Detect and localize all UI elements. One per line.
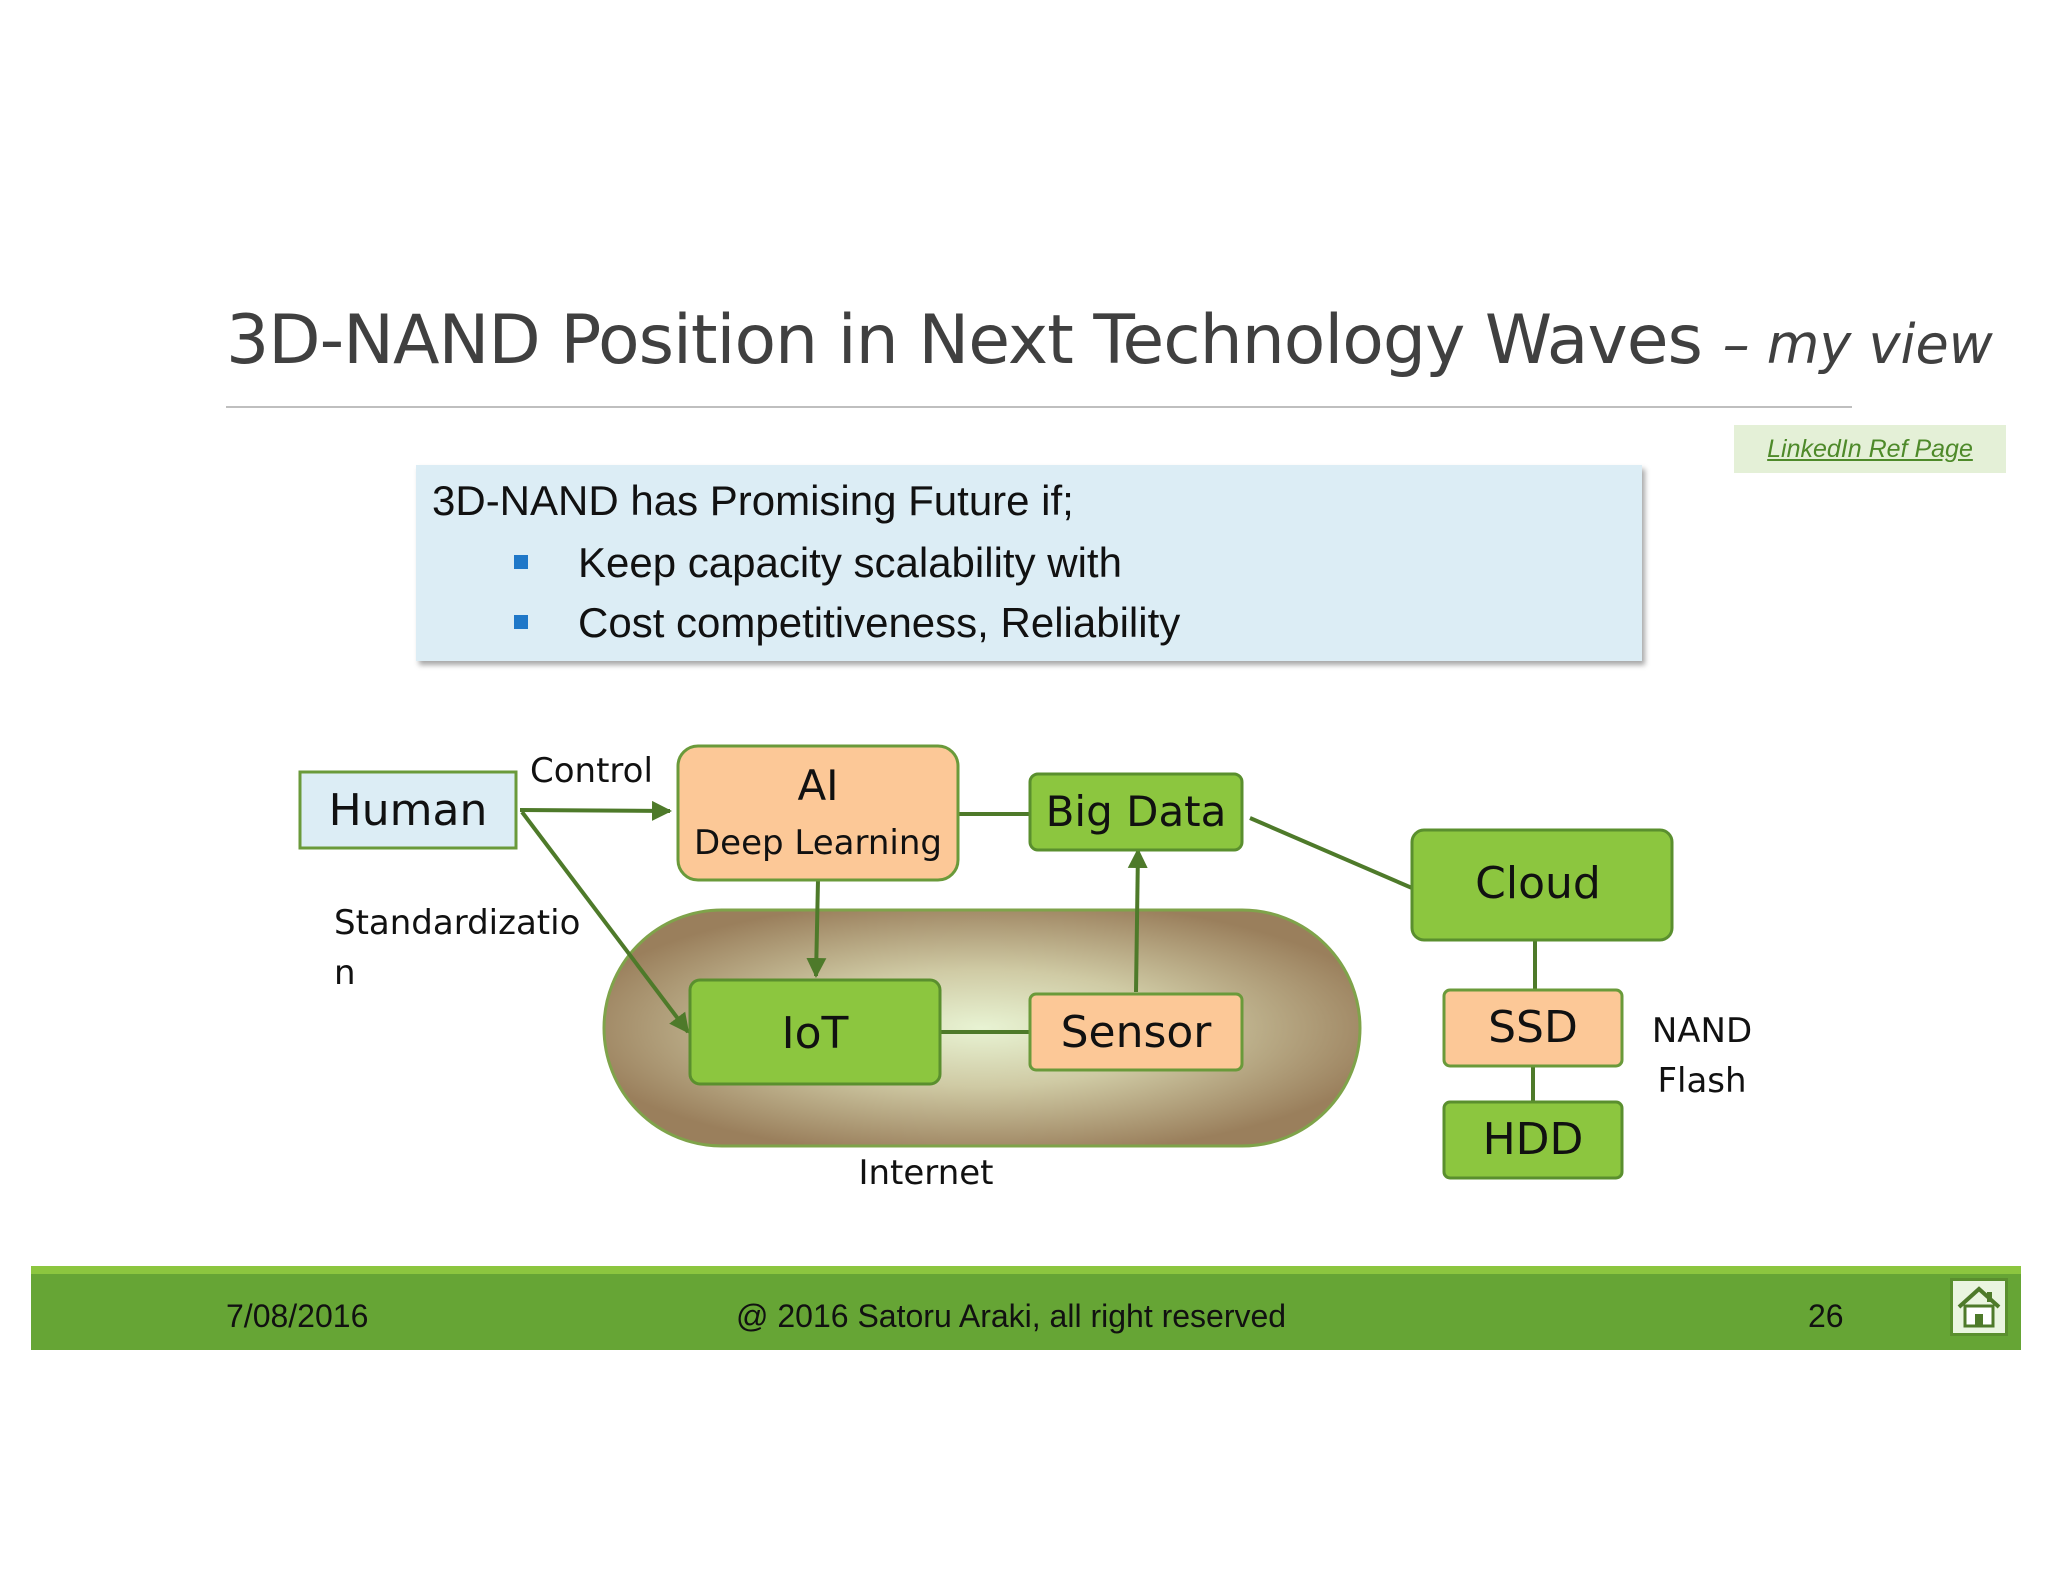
- footer-bar: [31, 1266, 2021, 1350]
- callout-box: 3D-NAND has Promising Future if; Keep ca…: [416, 465, 1642, 661]
- technology-wave-diagram: Human AI Deep Learning Big Data Cloud Io…: [298, 744, 1752, 1193]
- node-ai-sublabel: Deep Learning: [694, 823, 942, 863]
- node-hdd-label: HDD: [1483, 1114, 1584, 1165]
- edge-bigdata-cloud: [1249, 816, 1413, 890]
- square-bullet-icon: [514, 615, 528, 629]
- node-human-label: Human: [329, 785, 488, 836]
- edge-ai-iot: [806, 879, 827, 978]
- node-sensor: Sensor: [1028, 992, 1244, 1072]
- node-ai-label: AI: [797, 761, 838, 810]
- footer-page-number: 26: [1808, 1298, 1844, 1334]
- callout-bullet-list: Keep capacity scalability with Cost comp…: [512, 537, 1180, 657]
- node-big-data: Big Data: [1028, 772, 1244, 852]
- node-hdd: HDD: [1442, 1100, 1624, 1180]
- node-ssd-label: SSD: [1488, 1002, 1578, 1053]
- standardization-label: Standardizatio: [334, 903, 580, 943]
- callout-bullet: Keep capacity scalability with: [512, 537, 1180, 597]
- edge-human-ai: [519, 800, 672, 821]
- node-cloud-label: Cloud: [1475, 858, 1601, 909]
- square-bullet-icon: [514, 555, 528, 569]
- edge-sensor-bigdata: [1127, 848, 1148, 993]
- internet-capsule: [602, 908, 1362, 1148]
- slide-title-main: 3D-NAND Position in Next Technology Wave…: [226, 301, 1703, 380]
- callout-bullet: Cost competitiveness, Reliability: [512, 597, 1180, 657]
- linkedin-ref-link[interactable]: LinkedIn Ref Page: [1734, 425, 2006, 473]
- node-iot-label: IoT: [782, 1008, 849, 1059]
- slide-title-suffix: – my view: [1722, 313, 1993, 376]
- standardization-label-wrap: n: [334, 953, 356, 993]
- callout-bullet-text: Cost competitiveness, Reliability: [578, 599, 1181, 646]
- node-sensor-label: Sensor: [1061, 1007, 1213, 1058]
- internet-label: Internet: [858, 1153, 993, 1193]
- callout-bullet-text: Keep capacity scalability with: [578, 539, 1122, 586]
- node-cloud: Cloud: [1410, 828, 1674, 942]
- node-human: Human: [298, 770, 518, 850]
- slide-title: 3D-NAND Position in Next Technology Wave…: [226, 296, 1993, 386]
- flash-label: Flash: [1657, 1061, 1746, 1101]
- footer-date: 7/08/2016: [226, 1298, 369, 1334]
- node-ssd: SSD: [1442, 988, 1624, 1068]
- callout-heading: 3D-NAND has Promising Future if;: [432, 477, 1074, 524]
- edge-human-iot: [520, 810, 690, 1034]
- nand-label: NAND: [1652, 1011, 1752, 1051]
- node-iot: IoT: [688, 978, 942, 1086]
- node-ai: AI Deep Learning: [676, 744, 960, 882]
- title-divider: [226, 406, 1852, 408]
- home-button[interactable]: [1950, 1278, 2008, 1336]
- footer-copyright: @ 2016 Satoru Araki, all right reserved: [736, 1298, 1287, 1334]
- home-icon: [1957, 1286, 2001, 1328]
- control-label: Control: [530, 751, 653, 791]
- node-big-data-label: Big Data: [1046, 787, 1227, 836]
